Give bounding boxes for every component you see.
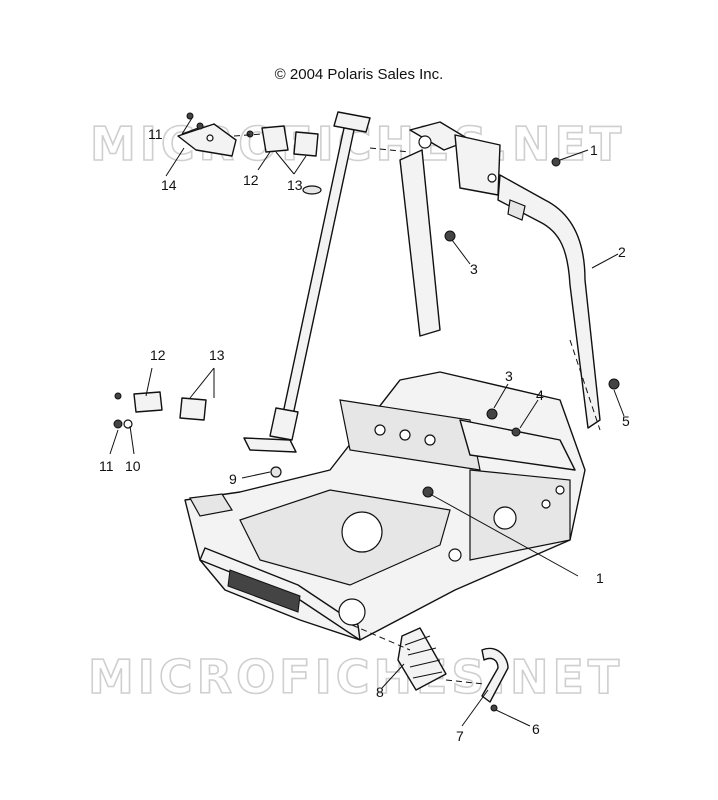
callout-13-left: 13: [209, 347, 225, 363]
steering-support-bracket: [177, 123, 237, 157]
alignment-line-4: [351, 624, 411, 651]
boot-clamp: [481, 647, 509, 703]
callout-5: 5: [622, 413, 630, 429]
bolt-1-top: [551, 157, 561, 167]
alignment-line-1: [233, 133, 263, 137]
alignment-line-5: [445, 679, 485, 685]
callout-1-frame: 1: [596, 570, 604, 586]
callout-4: 4: [536, 387, 544, 403]
callout-2: 2: [618, 244, 626, 260]
callout-10: 10: [125, 458, 141, 474]
callout-12-top: 12: [243, 172, 259, 188]
bushing-set-left: [113, 391, 207, 429]
main-frame: [184, 371, 586, 641]
washer-9: [270, 466, 282, 478]
nut-5: [608, 378, 620, 390]
nut-11-top-b: [196, 122, 204, 130]
steering-boot: [397, 627, 447, 691]
callout-1-top: 1: [590, 142, 598, 158]
bolt-1-frame: [422, 486, 434, 498]
bushing-set-top: [246, 125, 319, 157]
leader-lines: [109, 117, 625, 727]
copyright-text: © 2004 Polaris Sales Inc.: [274, 66, 444, 83]
watermark-bottom: MICROFICHES.NET: [88, 650, 623, 704]
callout-11-top: 11: [148, 126, 163, 142]
bolt-4: [511, 427, 521, 437]
callout-3-upper: 3: [470, 261, 478, 277]
callout-9: 9: [229, 471, 237, 487]
steering-column: [243, 111, 371, 453]
nut-3-upper: [444, 230, 456, 242]
callout-12-left: 12: [150, 347, 166, 363]
callout-7: 7: [456, 728, 464, 744]
alignment-line-2: [369, 147, 411, 153]
nut-3-lower: [486, 408, 498, 420]
alignment-line-3: [569, 339, 601, 431]
callout-11-left: 11: [99, 458, 114, 474]
nut-11-top-a: [186, 112, 194, 120]
callout-14: 14: [161, 177, 177, 193]
callout-13-top: 13: [287, 177, 303, 193]
callout-3-lower: 3: [505, 368, 513, 384]
callout-6: 6: [532, 721, 540, 737]
callout-8: 8: [376, 684, 384, 700]
screw-6: [490, 704, 498, 712]
roll-bar: [399, 121, 601, 429]
